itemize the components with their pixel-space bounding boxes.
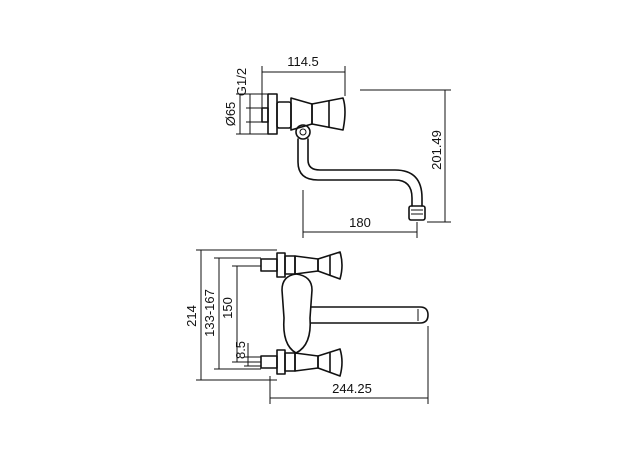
upper-handle <box>317 251 343 280</box>
side-spout-nut <box>295 124 311 140</box>
lower-handle <box>317 348 343 377</box>
side-flange-nut <box>261 107 269 123</box>
side-wall-flange <box>267 93 278 135</box>
side-view: 114.5 G1/2 Ø65 201.49 180 <box>223 54 451 238</box>
upper-wall-nut <box>260 258 278 272</box>
aerator <box>408 205 426 221</box>
dim-total-height: 201.49 <box>429 130 444 170</box>
dim-front-height: 214 <box>184 305 199 327</box>
lower-wall-nut <box>260 355 278 369</box>
dim-offset: 8.5 <box>233 341 248 359</box>
dim-inlet-range: 133-167 <box>202 289 217 337</box>
dim-front-width: 244.25 <box>332 381 372 396</box>
lower-valve-head <box>294 352 319 372</box>
side-handle <box>311 97 346 131</box>
dim-flange-diameter: Ø65 <box>223 102 238 127</box>
spout-outer <box>297 138 413 207</box>
lower-body <box>284 352 296 372</box>
front-spout <box>310 306 429 324</box>
upper-flange <box>276 252 286 278</box>
upper-body <box>284 255 296 275</box>
side-connector <box>276 101 292 129</box>
mixer-body <box>281 273 313 354</box>
spout-inner <box>307 138 423 207</box>
side-spout-nut-inner <box>299 128 307 136</box>
dim-spout-reach: 180 <box>349 215 371 230</box>
dim-thread: G1/2 <box>234 68 249 96</box>
dim-handle-spacing: 150 <box>220 297 235 319</box>
dim-top-width: 114.5 <box>287 54 319 69</box>
front-view: 214 133-167 150 8.5 244.25 <box>184 249 429 404</box>
lower-flange <box>276 349 286 375</box>
upper-valve-head <box>294 255 319 275</box>
